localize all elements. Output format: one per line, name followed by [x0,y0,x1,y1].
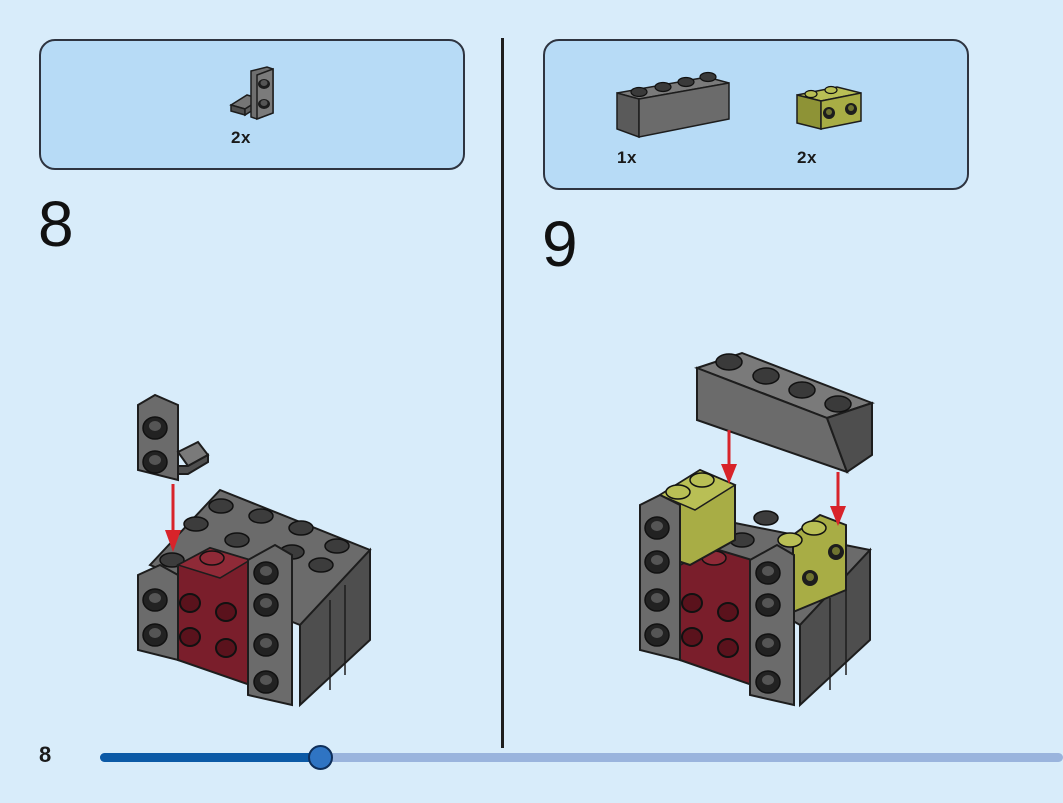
step-9-assembly-illustration [639,351,875,708]
progress-bar-fill [100,753,320,762]
step-divider [501,38,504,748]
left-gray-column [137,563,179,662]
step-8-assembly-illustration [137,393,372,708]
right-gray-column [247,543,293,707]
bracket-being-added [137,393,210,482]
placement-arrow [165,484,181,552]
step-number-9: 9 [542,208,578,280]
gray-bracket-part-icon [229,66,274,121]
parts-callout-step-8: 2x [39,39,465,170]
gray-brick-1x4-being-added [694,351,875,474]
olive-brick-part-icon [796,85,862,130]
dark-red-block [679,546,753,687]
dark-red-block [176,546,252,687]
progress-bar [100,745,1063,770]
part-qty-bracket: 2x [231,128,251,147]
left-gray-column [639,493,681,662]
progress-indicator[interactable] [307,745,333,770]
olive-brick-right [777,513,847,614]
part-qty-olive-brick: 2x [797,148,817,167]
gray-brick-1x4-part-icon [616,71,730,139]
part-qty-brick-1x4: 1x [617,148,637,167]
page-number: 8 [39,742,52,767]
step-number-8: 8 [38,188,74,260]
right-gray-column [749,543,795,707]
parts-callout-step-9: 1x 2x [543,39,969,190]
placement-arrows [721,430,846,526]
